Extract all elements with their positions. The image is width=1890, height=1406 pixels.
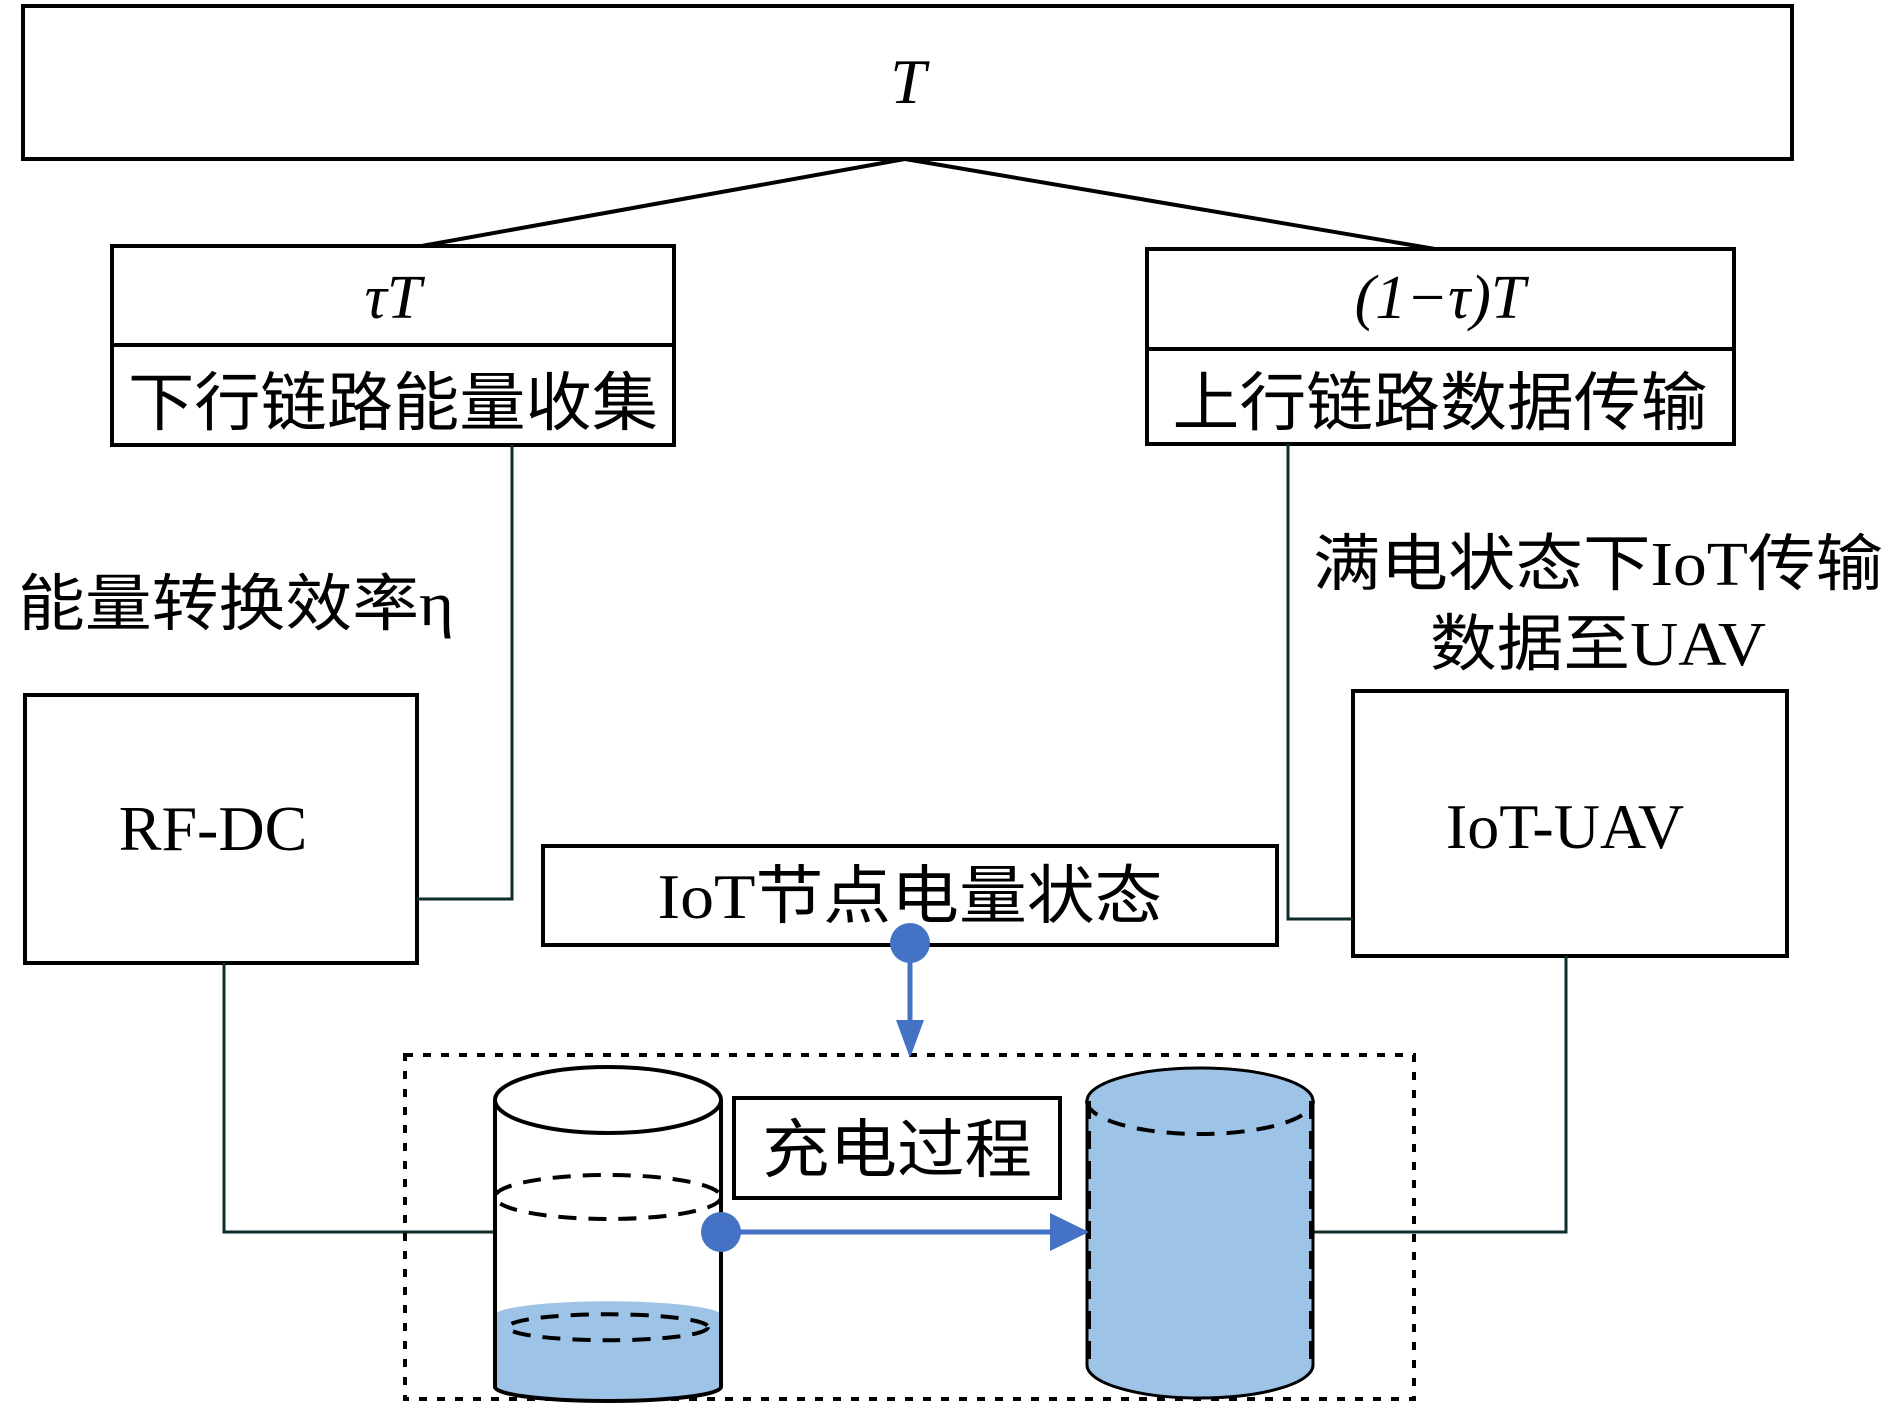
split-line-uplink xyxy=(904,157,1436,251)
battery-full-body xyxy=(1085,1066,1315,1400)
iot-uav-box xyxy=(1351,689,1789,958)
downlink-phase: 下行链路能量收集 xyxy=(128,368,658,439)
connector-rfdc-to-battery xyxy=(222,963,495,1234)
downlink-duration: τT xyxy=(365,264,426,332)
connector-battery-to-iotuav xyxy=(1313,956,1568,1234)
uplink-box: (1−τ)T 上行链路数据传输 xyxy=(1145,247,1736,446)
arrow-down-head xyxy=(896,1020,924,1058)
uplink-phase: 上行链路数据传输 xyxy=(1173,368,1708,439)
downlink-box: τT 下行链路能量收集 xyxy=(110,244,676,447)
battery-low-mid-level xyxy=(493,1173,723,1221)
rf-dc-box xyxy=(23,693,419,965)
battery-low-level xyxy=(506,1312,710,1343)
battery-full-top-front xyxy=(1085,1100,1315,1136)
split-line-downlink xyxy=(415,157,906,249)
charging-arrow xyxy=(701,1212,1089,1252)
battery-low xyxy=(493,1065,723,1403)
iot-uav-label: IoT-UAV xyxy=(1446,791,1684,862)
battery-low-fill xyxy=(495,1301,721,1401)
uplink-duration: (1−τ)T xyxy=(1355,264,1530,332)
battery-low-body xyxy=(493,1100,723,1403)
rf-dc-label: RF-DC xyxy=(119,793,308,864)
connector-downlink-to-rfdc xyxy=(417,445,514,901)
full-charge-note-line1: 满电状态下IoT传输 xyxy=(1313,531,1883,599)
charging-label: 充电过程 xyxy=(762,1115,1032,1186)
full-charge-note-line2: 数据至UAV xyxy=(1430,611,1766,679)
period-box xyxy=(21,4,1794,161)
charge-source-dot xyxy=(701,1212,741,1252)
efficiency-label: 能量转换效率η xyxy=(18,571,454,639)
battery-full xyxy=(1085,1066,1315,1400)
period-label: T xyxy=(890,46,930,117)
status-arrow xyxy=(890,923,930,1058)
arrow-right-head xyxy=(1050,1213,1089,1251)
battery-low-top xyxy=(493,1065,723,1135)
charging-label-box xyxy=(732,1096,1062,1200)
status-dot xyxy=(890,923,930,963)
connector-uplink-to-iotuav xyxy=(1286,444,1353,921)
node-status-label: IoT节点电量状态 xyxy=(658,861,1163,932)
